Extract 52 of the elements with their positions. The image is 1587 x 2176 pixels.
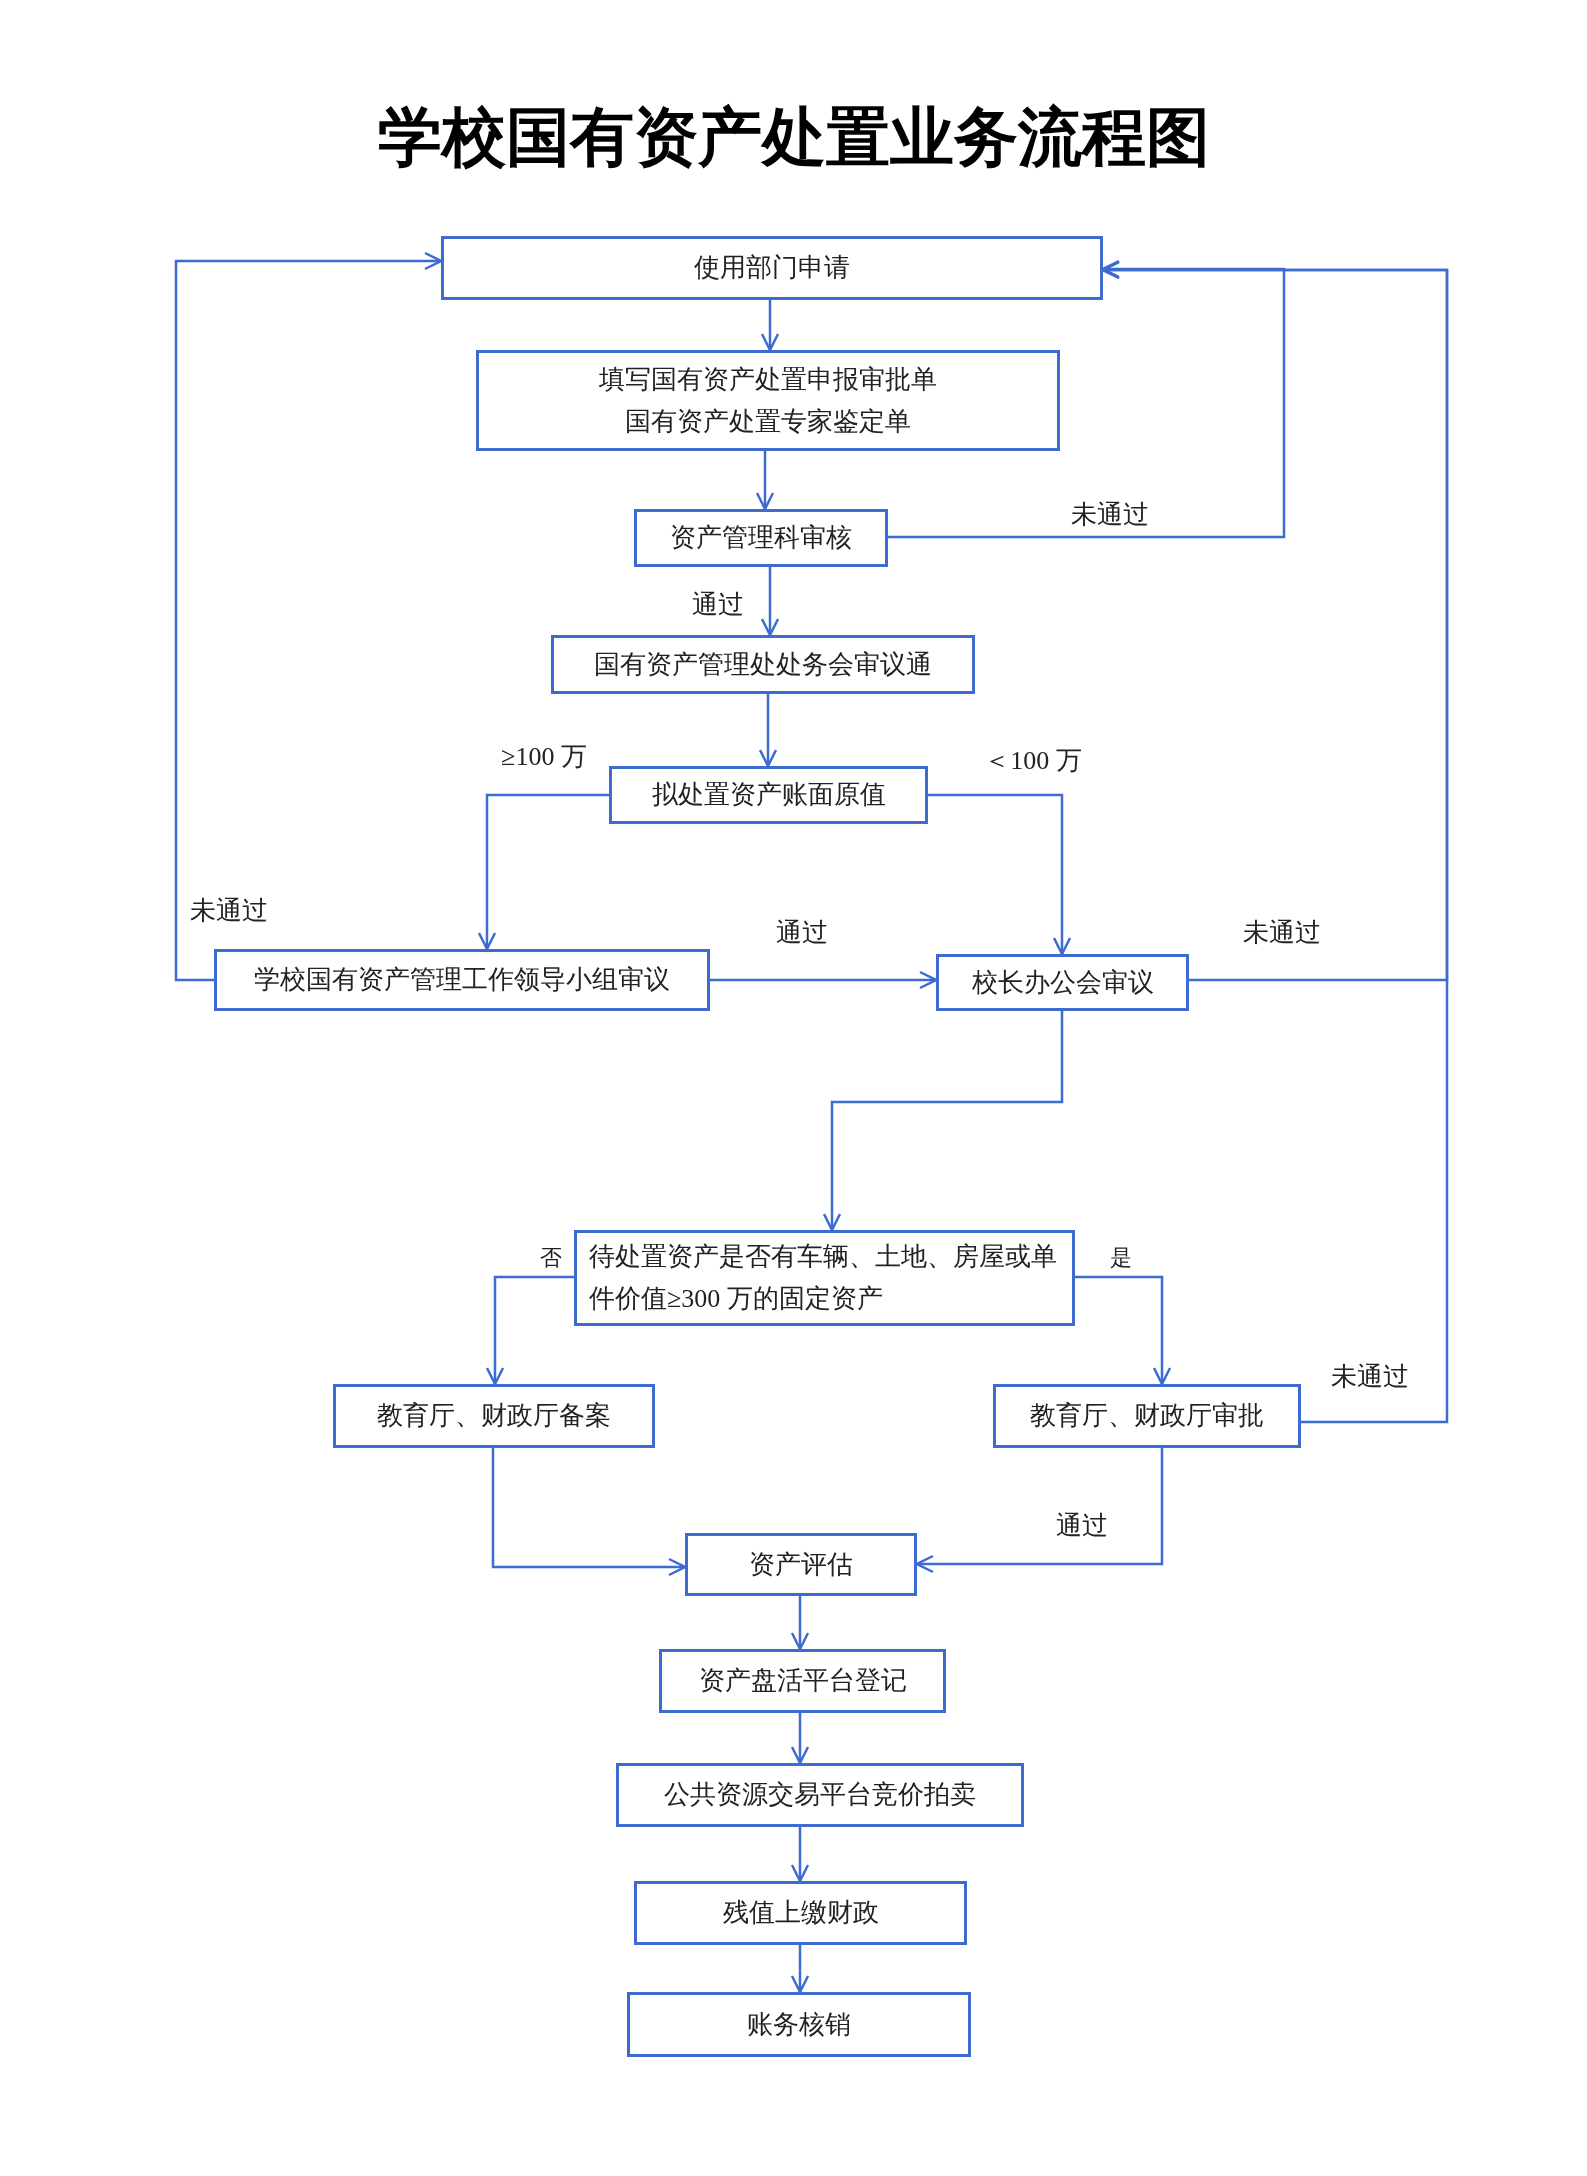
node-text: 国有资产处置专家鉴定单 [625, 405, 911, 438]
process-box [333, 1384, 655, 1448]
arrow [915, 1448, 1164, 1574]
process-box [993, 1384, 1301, 1448]
node-text: 公共资源交易平台竞价拍卖 [664, 1779, 976, 1812]
node-text: 教育厅、财政厅备案 [377, 1400, 611, 1433]
arrow [491, 1448, 687, 1577]
arrow [760, 300, 780, 352]
node-text: 待处置资产是否有车辆、土地、房屋或单件价值≥300 万的固定资产 [589, 1241, 1058, 1315]
arrow [790, 1945, 810, 1994]
arrow [790, 1827, 810, 1883]
process-box [634, 1881, 967, 1945]
node-text: 资产盘活平台登记 [698, 1665, 907, 1698]
arrow [760, 567, 780, 637]
arrow [928, 793, 1072, 956]
arrow [790, 1713, 810, 1765]
node-text: 残值上缴财政 [722, 1897, 879, 1930]
process-box [936, 954, 1189, 1011]
process-box [476, 350, 1060, 451]
process-box [616, 1763, 1024, 1827]
arrow [822, 1011, 1064, 1232]
arrow [477, 793, 609, 951]
arrow [790, 1596, 810, 1651]
node-text: 使用部门申请 [694, 252, 850, 285]
node-text: 填写国有资产处置申报审批单 [599, 363, 937, 396]
arrow [1075, 1275, 1172, 1386]
node-text: 拟处置资产账面原值 [651, 779, 886, 812]
arrow [755, 451, 775, 511]
process-box [574, 1230, 1075, 1326]
node-text: 教育厅、财政厅审批 [1030, 1400, 1264, 1433]
process-box [634, 509, 888, 567]
process-box [627, 1992, 971, 2057]
process-box [685, 1533, 917, 1596]
node-text: 资产管理科审核 [670, 522, 852, 555]
process-box [659, 1649, 946, 1713]
arrow [710, 970, 938, 990]
process-box [551, 635, 975, 694]
arrow [758, 694, 778, 768]
arrow [174, 251, 443, 982]
arrow [888, 259, 1286, 539]
process-box [214, 949, 710, 1011]
node-text: 国有资产管理处处务会审议通 [594, 648, 932, 681]
process-box [609, 766, 928, 824]
node-text: 资产评估 [749, 1548, 853, 1581]
node-text: 账务核销 [747, 2008, 851, 2041]
edge-label: 是 [1108, 1244, 1134, 1272]
arrow [1101, 260, 1449, 1424]
process-box [441, 236, 1103, 300]
node-text: 校长办公会审议 [971, 966, 1154, 999]
node-text: 学校国有资产管理工作领导小组审议 [254, 964, 670, 997]
title: 学校国有资产处置业务流程图 [376, 101, 1211, 175]
arrow [485, 1275, 574, 1386]
